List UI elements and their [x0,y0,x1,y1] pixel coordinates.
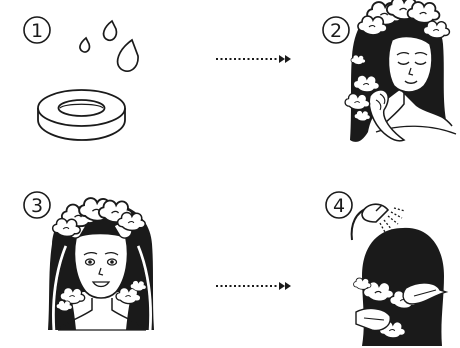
arrow-step-3-to-4 [216,282,291,290]
step-1-panel: 1 [24,17,138,140]
arrow-step-1-to-2 [216,55,291,63]
step-4-panel: 4 [326,192,446,346]
water-drops-icon [80,21,138,71]
step-2-number-badge: 2 [323,17,349,43]
step-3-number: 3 [31,195,43,217]
step-3-panel: 3 [24,192,154,330]
step-4-number: 4 [333,195,345,217]
step-1-number-badge: 1 [24,17,50,43]
woman-with-foamy-hair-illustration [48,198,154,330]
shower-rinsing-illustration [352,204,446,346]
step-3-number-badge: 3 [24,192,50,218]
step-2-panel: 2 [323,0,456,142]
step-4-number-badge: 4 [326,192,352,218]
woman-lathering-hair-illustration [345,0,456,142]
step-1-number: 1 [31,20,43,42]
soap-bar-icon [38,90,125,140]
step-2-number: 2 [330,20,342,42]
